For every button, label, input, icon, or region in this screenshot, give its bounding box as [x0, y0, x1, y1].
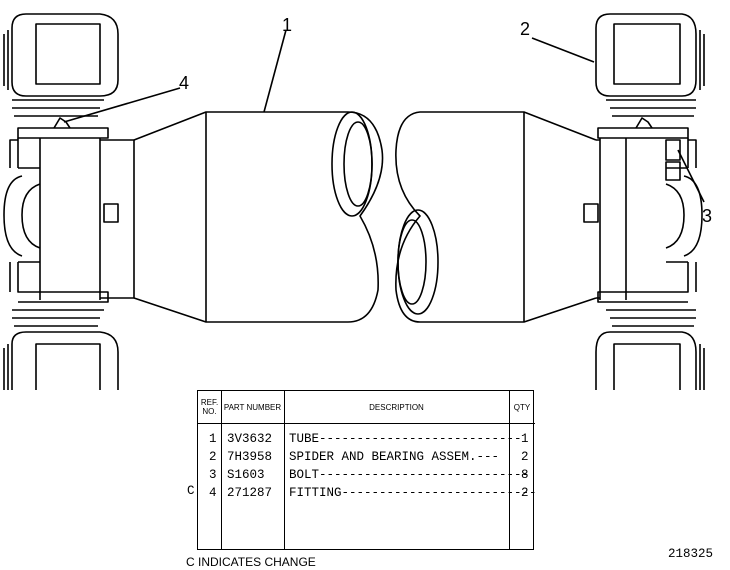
header-part-number: PART NUMBER: [221, 391, 284, 424]
right-top-bearing-cup: [595, 13, 697, 97]
leader-line-4: [63, 87, 181, 123]
part-number-cell: S1603: [227, 468, 265, 482]
left-yoke-assembly: [3, 13, 135, 390]
description-cell: SPIDER AND BEARING ASSEM.---: [289, 450, 500, 464]
column-divider: [284, 391, 285, 549]
header-description: DESCRIPTION: [284, 391, 509, 424]
part-number-cell: 3V3632: [227, 432, 273, 446]
callout-1: 1: [282, 15, 293, 35]
ref-no-cell: 1: [209, 432, 217, 446]
part-number-cell: 7H3958: [227, 450, 273, 464]
qty-cell: 1: [521, 432, 529, 446]
drawing-number: 218325: [668, 547, 714, 561]
left-tube-section: [133, 111, 384, 323]
right-bottom-bearing-cup: [595, 331, 697, 390]
table-row: 4 271287 FITTING------------------------…: [198, 484, 537, 502]
table-row: 1 3V3632 TUBE---------------------------…: [198, 430, 533, 448]
column-divider: [221, 391, 222, 549]
drive-shaft-diagram: [3, 13, 705, 390]
description-cell: FITTING--------------------------: [289, 486, 537, 500]
qty-cell: 2: [521, 486, 529, 500]
header-qty: QTY: [509, 391, 535, 424]
change-note: C INDICATES CHANGE: [186, 555, 316, 569]
leader-line-3: [677, 149, 705, 203]
description-cell: TUBE---------------------------: [289, 432, 522, 446]
parts-table: REF. NO. PART NUMBER DESCRIPTION QTY 1 3…: [197, 390, 537, 550]
column-divider: [509, 391, 510, 549]
ref-no-cell: 3: [209, 468, 217, 482]
ref-no-cell: 4: [209, 486, 217, 500]
ref-no-cell: 2: [209, 450, 217, 464]
qty-cell: 2: [521, 450, 529, 464]
leader-line-1: [263, 29, 287, 113]
description-cell: BOLT----------------------------: [289, 468, 530, 482]
grease-fitting: [53, 117, 71, 129]
left-bottom-bearing-cup: [11, 331, 119, 390]
right-yoke-assembly: [583, 13, 705, 390]
table-row: 2 7H3958 SPIDER AND BEARING ASSEM.--- 2: [198, 448, 533, 466]
callout-3: 3: [702, 206, 713, 226]
spider-center: [3, 175, 23, 257]
right-tube-section: [395, 111, 597, 323]
change-marker: C: [187, 484, 195, 498]
leader-line-2: [531, 37, 595, 63]
qty-cell: 8: [521, 468, 529, 482]
bolt-heads: [665, 139, 681, 181]
callout-4: 4: [179, 73, 190, 93]
callout-2: 2: [520, 19, 531, 39]
table-row: 3 S1603 BOLT----------------------------…: [198, 466, 533, 484]
header-ref-no: REF. NO.: [198, 391, 221, 424]
part-number-cell: 271287: [227, 486, 273, 500]
left-top-bearing-cup: [11, 13, 119, 97]
